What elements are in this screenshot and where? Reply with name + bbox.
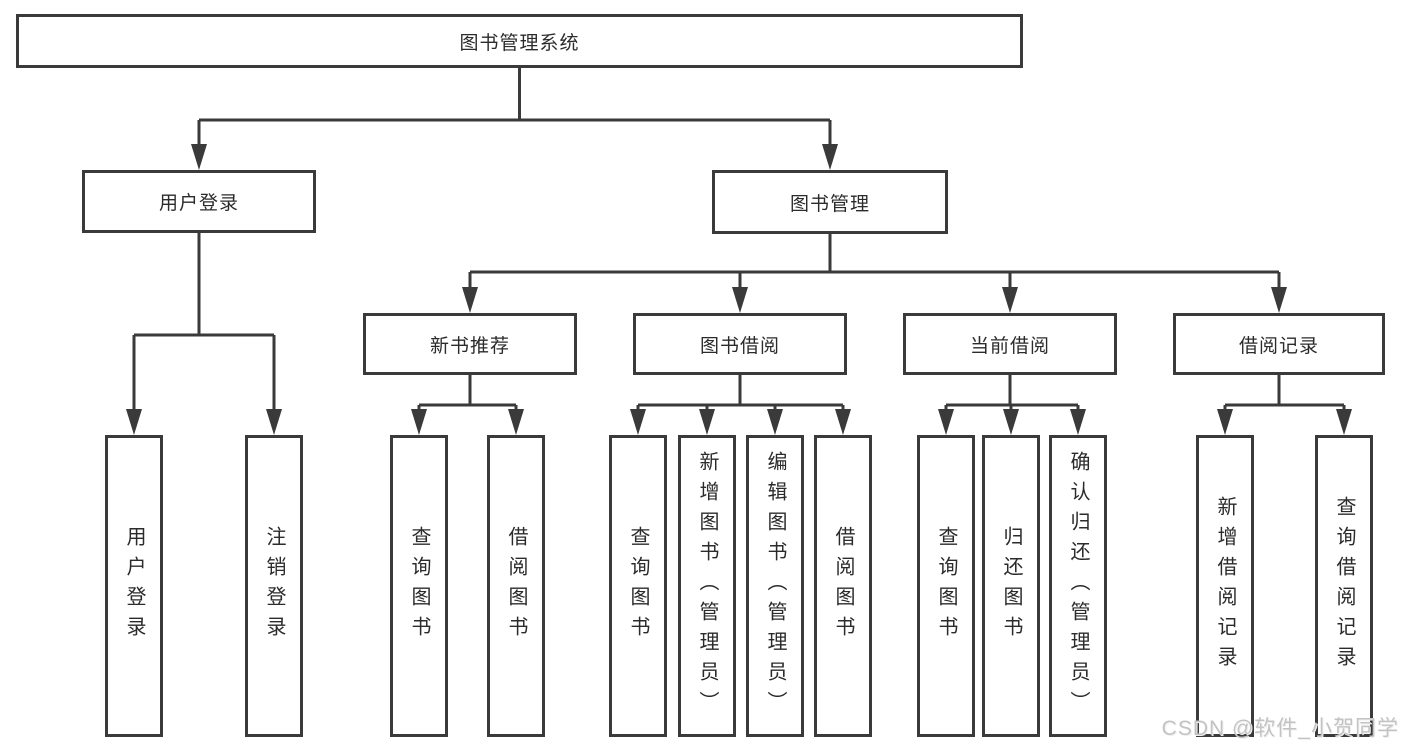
node-new-book-recommend-label: 新书推荐: [429, 335, 510, 357]
leaf-confirm-return-admin-label: 确认归还（管理员）: [1067, 451, 1089, 721]
leaf-query-books-2: 查询图书: [609, 435, 667, 737]
arrowheads: [126, 144, 1352, 435]
node-current-borrow: 当前借阅: [903, 313, 1117, 375]
node-borrow-records: 借阅记录: [1173, 313, 1385, 375]
leaf-logout-label: 注销登录: [263, 526, 285, 646]
leaf-query-books-3: 查询图书: [917, 435, 975, 737]
leaf-query-books-1-label: 查询图书: [408, 526, 430, 646]
node-root-label: 图书管理系统: [459, 32, 580, 54]
node-current-borrow-label: 当前借阅: [969, 335, 1050, 357]
leaf-add-borrow-record: 新增借阅记录: [1196, 435, 1254, 737]
leaf-logout: 注销登录: [245, 435, 303, 737]
leaf-borrow-books-1-label: 借阅图书: [505, 526, 527, 646]
node-book-management-label: 图书管理: [789, 193, 870, 215]
leaf-edit-books-admin: 编辑图书（管理员）: [746, 435, 804, 737]
leaf-borrow-books-2-label: 借阅图书: [832, 526, 854, 646]
node-book-borrow: 图书借阅: [633, 313, 847, 375]
node-borrow-records-label: 借阅记录: [1238, 335, 1319, 357]
leaf-add-books-admin-label: 新增图书（管理员）: [696, 451, 718, 721]
node-book-borrow-label: 图书借阅: [699, 335, 780, 357]
leaf-borrow-books-2: 借阅图书: [814, 435, 872, 737]
leaf-confirm-return-admin: 确认归还（管理员）: [1049, 435, 1107, 737]
leaf-query-borrow-record-label: 查询借阅记录: [1333, 496, 1355, 676]
csdn-watermark: CSDN @软件_小贺同学: [1161, 717, 1399, 740]
node-new-book-recommend: 新书推荐: [363, 313, 577, 375]
leaf-add-books-admin: 新增图书（管理员）: [678, 435, 736, 737]
leaf-borrow-books-1: 借阅图书: [487, 435, 545, 737]
leaf-add-borrow-record-label: 新增借阅记录: [1214, 496, 1236, 676]
leaf-return-books-label: 归还图书: [1000, 526, 1022, 646]
leaf-query-books-1: 查询图书: [390, 435, 448, 737]
node-user-login-label: 用户登录: [158, 193, 239, 214]
leaf-query-books-3-label: 查询图书: [935, 526, 957, 646]
leaf-user-login-label: 用户登录: [123, 526, 145, 646]
node-user-login: 用户登录: [82, 170, 316, 233]
node-root: 图书管理系统: [16, 14, 1023, 68]
leaf-query-books-2-label: 查询图书: [627, 526, 649, 646]
leaf-user-login: 用户登录: [105, 435, 163, 737]
leaf-edit-books-admin-label: 编辑图书（管理员）: [764, 451, 786, 721]
leaf-query-borrow-record: 查询借阅记录: [1315, 435, 1373, 737]
leaf-return-books: 归还图书: [982, 435, 1040, 737]
node-book-management: 图书管理: [712, 170, 948, 234]
